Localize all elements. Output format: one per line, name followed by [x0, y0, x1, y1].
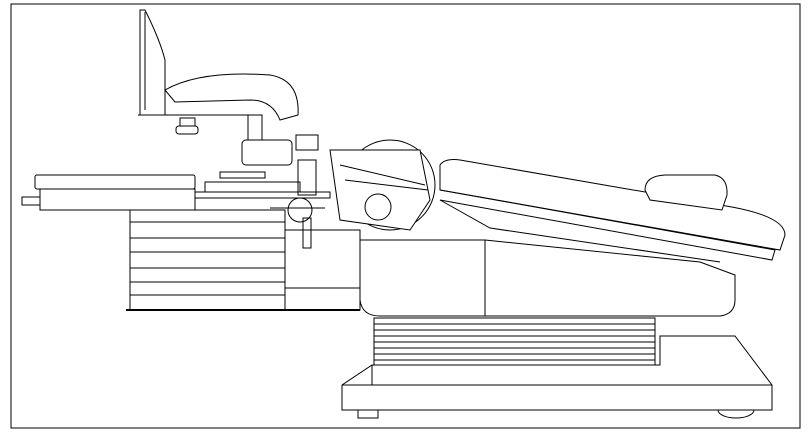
drawing-frame [10, 3, 801, 429]
instrument-bracket [126, 209, 361, 311]
headrest [644, 174, 728, 211]
monitor [138, 9, 255, 116]
chair-column [373, 317, 656, 366]
chair-backrest [439, 159, 786, 263]
chair-seat [359, 239, 736, 317]
tray-table [21, 174, 331, 211]
lamp-arm [164, 73, 319, 166]
handpiece-holder [219, 159, 325, 249]
armrest [329, 139, 436, 231]
